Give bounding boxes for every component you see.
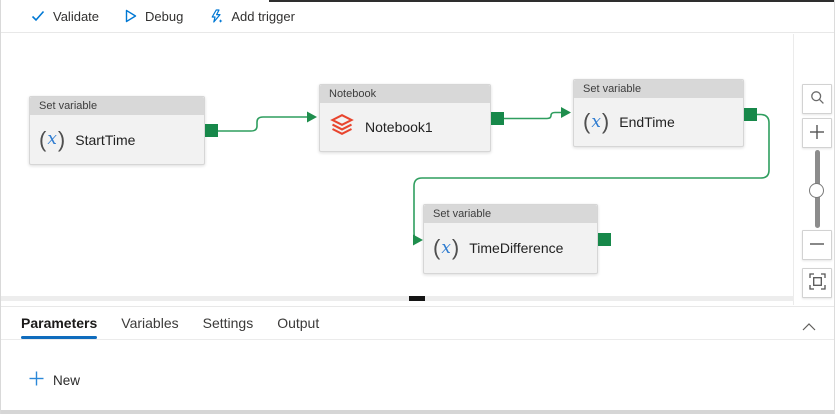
debug-label: Debug (145, 8, 184, 24)
activity-node-starttime[interactable]: Set variable (x) StartTime (29, 96, 205, 165)
canvas-search-button[interactable] (802, 84, 832, 114)
set-variable-icon: (x) (433, 235, 460, 260)
output-port-starttime[interactable] (205, 124, 218, 137)
fit-to-screen-icon (808, 273, 826, 293)
set-variable-icon: (x) (39, 126, 66, 152)
databricks-icon (329, 112, 355, 142)
pipeline-canvas[interactable] (1, 34, 794, 305)
output-port-timedifference[interactable] (598, 233, 611, 246)
play-icon (125, 9, 137, 23)
plus-icon (29, 371, 44, 389)
fit-to-screen-button[interactable] (802, 268, 832, 298)
activity-type-label: Notebook (320, 85, 490, 103)
activity-node-endtime[interactable]: Set variable (x) EndTime (573, 79, 744, 147)
pipeline-toolbar: Validate Debug Add trigger (1, 0, 834, 33)
check-icon (31, 10, 45, 22)
zoom-out-button[interactable] (802, 230, 832, 260)
activity-type-label: Set variable (574, 80, 743, 98)
tab-parameters[interactable]: Parameters (21, 307, 98, 339)
activity-type-label: Set variable (30, 97, 204, 115)
zoom-in-button[interactable] (802, 118, 832, 148)
add-trigger-label: Add trigger (231, 8, 295, 24)
parameters-panel: New (1, 341, 834, 409)
activity-node-notebook1[interactable]: Notebook Notebook1 (319, 84, 491, 152)
zoom-in-icon (809, 124, 825, 143)
activity-name: EndTime (619, 114, 675, 130)
activity-name: Notebook1 (365, 119, 433, 135)
activity-name: StartTime (75, 131, 136, 148)
zoom-slider-thumb[interactable] (809, 183, 824, 198)
configuration-tabs: Parameters Variables Settings Output (1, 306, 834, 340)
activity-node-timedifference[interactable]: Set variable (x) TimeDifference (423, 204, 598, 274)
magnifier-icon (810, 90, 825, 108)
debug-button[interactable]: Debug (125, 9, 183, 24)
output-port-notebook1[interactable] (491, 112, 504, 125)
set-variable-icon: (x) (583, 109, 610, 134)
tab-output[interactable]: Output (277, 307, 319, 339)
activity-name: TimeDifference (469, 240, 564, 256)
canvas-hscroll-thumb[interactable] (409, 296, 425, 301)
chevron-up-icon (802, 319, 816, 334)
new-parameter-button[interactable]: New (29, 371, 80, 389)
tab-settings[interactable]: Settings (203, 307, 254, 339)
lightning-icon (209, 8, 223, 24)
collapse-panel-button[interactable] (800, 317, 818, 336)
new-parameter-label: New (53, 372, 81, 388)
add-trigger-button[interactable]: Add trigger (209, 9, 295, 24)
validate-button[interactable]: Validate (31, 9, 99, 24)
zoom-out-icon (809, 236, 825, 255)
top-edge-line (269, 0, 834, 2)
validate-label: Validate (53, 8, 100, 24)
tab-variables[interactable]: Variables (121, 307, 178, 339)
output-port-endtime[interactable] (744, 108, 757, 121)
canvas-hscroll-track[interactable] (1, 296, 794, 301)
bottom-edge-strip (1, 410, 834, 414)
activity-type-label: Set variable (424, 205, 597, 223)
